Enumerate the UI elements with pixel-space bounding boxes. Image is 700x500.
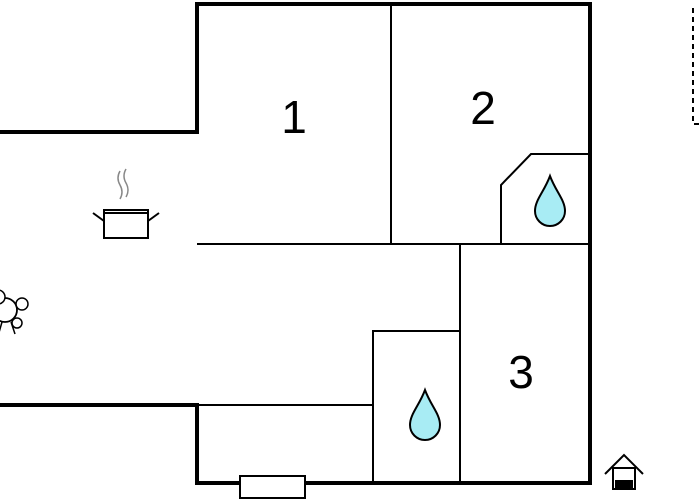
dashed-edge <box>692 8 700 125</box>
window <box>239 475 306 499</box>
interior-walls <box>197 4 590 483</box>
room-1-label: 1 <box>281 91 307 143</box>
water-drop-icon <box>533 173 567 227</box>
house-entrance-icon <box>604 453 644 490</box>
cooking-pot-icon <box>92 168 160 239</box>
room-2-label: 2 <box>470 82 496 134</box>
room-3-label: 3 <box>508 346 534 398</box>
water-drop-icon <box>408 387 442 441</box>
dining-table-icon <box>0 289 29 335</box>
